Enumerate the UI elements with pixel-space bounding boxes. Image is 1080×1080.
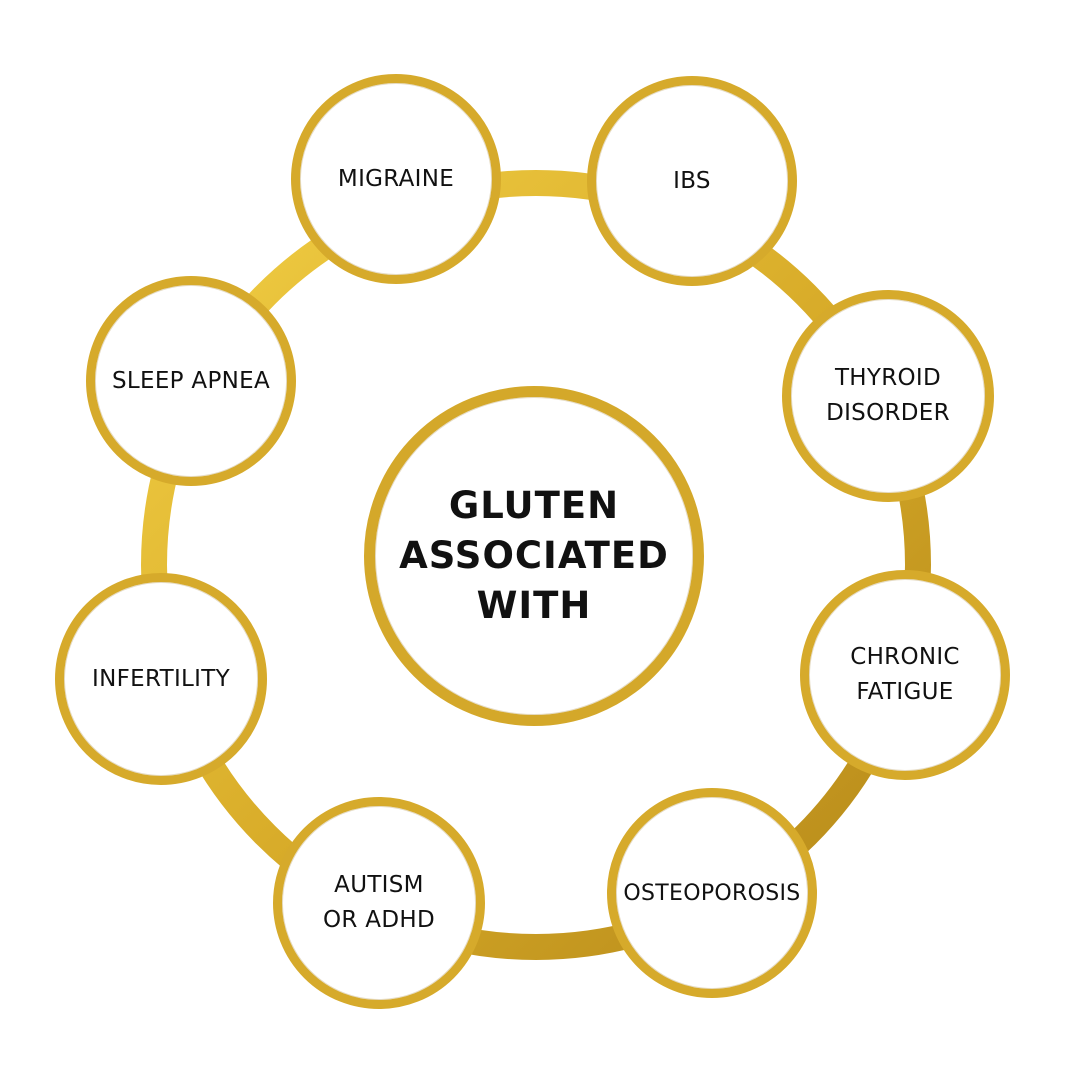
node-osteoporosis-label: OSTEOPOROSIS — [623, 880, 801, 906]
node-autism-adhd-label: AUTISM OR ADHD — [323, 872, 435, 933]
node-sleep-apnea: SLEEP APNEA — [86, 276, 296, 486]
node-migraine-label: MIGRAINE — [337, 165, 455, 192]
node-ibs-label: IBS — [673, 167, 711, 194]
node-chronic-fatigue: CHRONIC FATIGUE — [800, 570, 1010, 780]
node-thyroid-disorder-label: THYROID DISORDER — [826, 365, 950, 426]
center-hub: GLUTEN ASSOCIATED WITH — [364, 386, 704, 726]
node-autism-adhd: AUTISM OR ADHD — [273, 797, 485, 1009]
node-infertility: INFERTILITY — [55, 573, 267, 785]
outer-ring-line — [141, 170, 931, 960]
node-chronic-fatigue-label: CHRONIC FATIGUE — [850, 644, 960, 705]
node-thyroid-disorder: THYROID DISORDER — [782, 290, 994, 502]
node-osteoporosis: OSTEOPOROSIS — [607, 788, 817, 998]
node-ibs: IBS — [587, 76, 797, 286]
center-hub-label: GLUTEN ASSOCIATED WITH — [399, 484, 669, 627]
node-migraine: MIGRAINE — [291, 74, 501, 284]
node-sleep-apnea-label: SLEEP APNEA — [111, 367, 271, 394]
node-infertility-label: INFERTILITY — [92, 665, 230, 692]
